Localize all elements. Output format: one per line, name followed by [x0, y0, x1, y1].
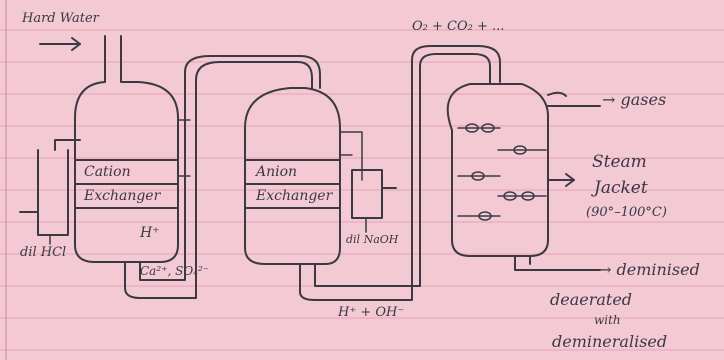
hcl-tank — [20, 140, 80, 244]
demineralised-outlet-label: → deminised — [598, 262, 700, 278]
degasser-trays — [458, 124, 546, 220]
with-label: with — [594, 314, 621, 326]
steam-jacket-label-line2: Jacket — [594, 180, 648, 197]
degasser-vessel — [448, 84, 600, 270]
degasser-inlet-label: O₂ + CO₂ + ... — [412, 20, 504, 33]
cation-exchanger-label-line1: Cation — [84, 165, 131, 179]
hard-water-label: Hard Water — [22, 12, 99, 25]
cation-exchanger-vessel — [75, 36, 190, 262]
hard-water-arrow — [40, 38, 80, 50]
naoh-tank — [352, 170, 396, 232]
demineralised-note-label: demineralised — [552, 334, 667, 350]
deaerated-label: deaerated — [550, 292, 632, 308]
cation-outlet-label: Ca²⁺, SO₄²⁻ — [140, 265, 209, 277]
naoh-inlet-label: dil NaOH — [346, 234, 398, 245]
steam-jacket-label-line1: Steam — [592, 154, 647, 171]
steam-jacket-label-line3: (90°–100°C) — [586, 206, 667, 219]
anion-exchanger-label-line2: Exchanger — [256, 189, 332, 203]
cation-exchanger-label-line2: Exchanger — [84, 189, 160, 203]
h-oh-label: H⁺ + OH⁻ — [338, 306, 404, 319]
anion-exchanger-label-line1: Anion — [256, 165, 297, 179]
hcl-inlet-label: dil HCl — [20, 246, 66, 259]
h-plus-label: H⁺ — [140, 226, 160, 240]
gases-label: → gases — [602, 92, 666, 108]
